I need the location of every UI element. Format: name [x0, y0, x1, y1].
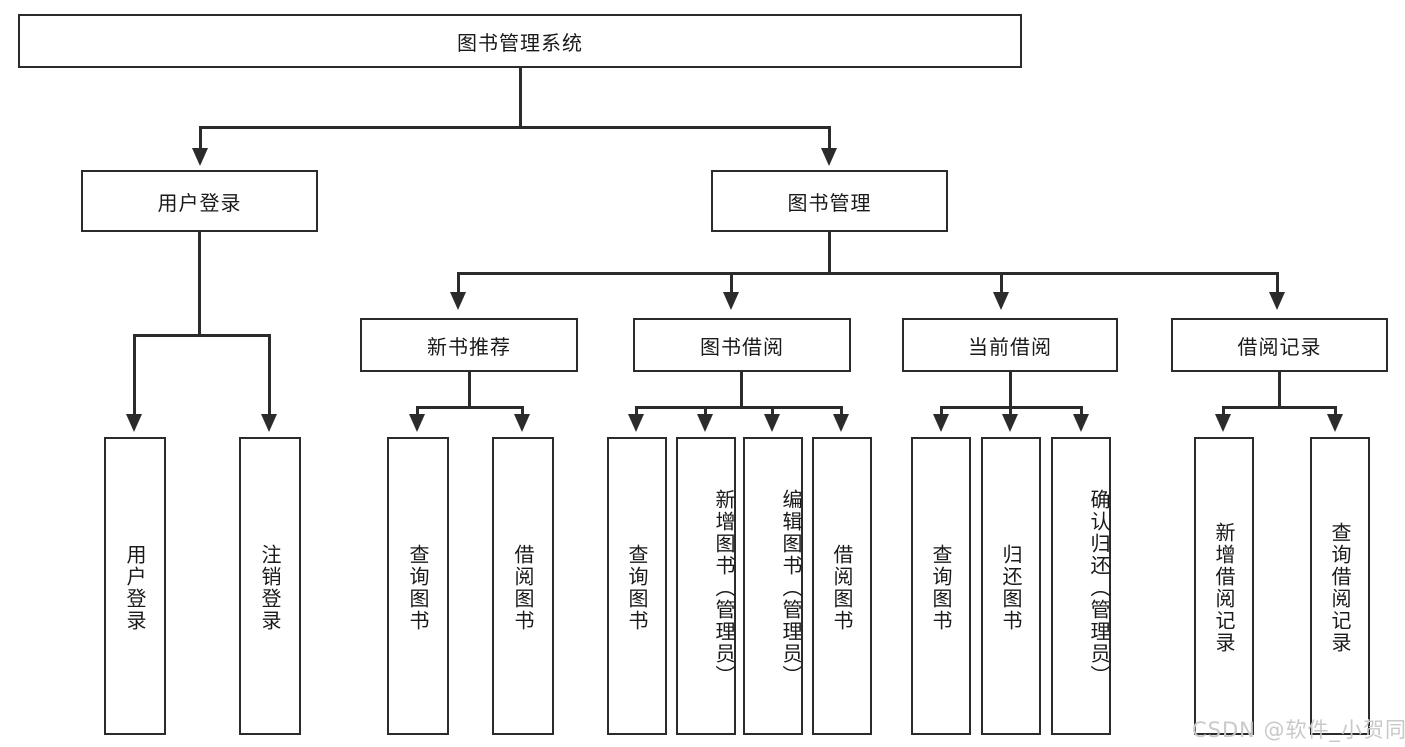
- arrow-to-current-borrow: [993, 292, 1009, 310]
- watermark-text: CSDN @软件_小贺同学: [1192, 718, 1405, 742]
- edge-bookmgmt-c2: [730, 272, 733, 294]
- arrow-to-leaf-query-book-1: [409, 414, 425, 432]
- leaf-add-borrow-record[interactable]: 新增借阅记录: [1194, 437, 1254, 735]
- arrow-to-new-book-recommend: [450, 292, 466, 310]
- edge-userlogin-left: [133, 334, 136, 416]
- arrow-to-user-login: [192, 148, 208, 166]
- edge-borrowrecord-c2: [1334, 406, 1337, 418]
- edge-userlogin-bar: [133, 334, 270, 337]
- leaf-borrow-book-borrow[interactable]: 借阅图书: [812, 437, 872, 735]
- edge-borrowrecord-stem: [1278, 372, 1281, 408]
- leaf-query-book-recommend[interactable]: 查询图书: [387, 437, 449, 735]
- edge-bookmgmt-c3: [1000, 272, 1003, 294]
- edge-bookmgmt-stem: [828, 232, 831, 274]
- edge-newbook-c2: [521, 406, 524, 418]
- edge-newbook-c1: [416, 406, 419, 418]
- node-current-borrow[interactable]: 当前借阅: [902, 318, 1118, 372]
- arrow-to-leaf-user-login: [126, 414, 142, 432]
- leaf-query-borrow-record[interactable]: 查询借阅记录: [1310, 437, 1370, 735]
- edge-currentborrow-stem: [1009, 372, 1012, 408]
- arrow-to-book-borrow: [723, 292, 739, 310]
- leaf-edit-book-admin[interactable]: 编辑图书（管理员）: [743, 437, 803, 735]
- edge-bookmgmt-c1: [457, 272, 460, 294]
- edge-bookborrow-c4: [840, 406, 843, 418]
- arrow-to-leaf-borrow-book-1: [514, 414, 530, 432]
- edge-currentborrow-c2: [1009, 406, 1012, 418]
- arrow-to-leaf-edit-book: [764, 414, 780, 432]
- edge-bookborrow-c2: [704, 406, 707, 418]
- edge-newbook-bar: [416, 406, 524, 409]
- leaf-logout[interactable]: 注销登录: [239, 437, 301, 735]
- leaf-query-book-current[interactable]: 查询图书: [911, 437, 971, 735]
- arrow-to-leaf-query-book-2: [628, 414, 644, 432]
- edge-bookmgmt-c4: [1276, 272, 1279, 294]
- edge-borrowrecord-bar: [1222, 406, 1337, 409]
- node-user-login[interactable]: 用户登录: [81, 170, 318, 232]
- edge-root-bar: [199, 126, 831, 129]
- edge-newbook-stem: [468, 372, 471, 408]
- arrow-to-leaf-return-book: [1002, 414, 1018, 432]
- arrow-to-book-management: [821, 148, 837, 166]
- edge-root-to-bookmgmt: [828, 126, 831, 150]
- edge-bookborrow-stem: [740, 372, 743, 408]
- node-borrow-record[interactable]: 借阅记录: [1171, 318, 1388, 372]
- edge-currentborrow-c1: [940, 406, 943, 418]
- edge-root-to-userlogin: [199, 126, 202, 150]
- arrow-to-borrow-record: [1269, 292, 1285, 310]
- arrow-to-leaf-add-record: [1215, 414, 1231, 432]
- edge-userlogin-stem: [198, 232, 201, 336]
- leaf-user-login[interactable]: 用户登录: [104, 437, 166, 735]
- arrow-to-leaf-confirm-return: [1073, 414, 1089, 432]
- arrow-to-leaf-query-book-3: [933, 414, 949, 432]
- edge-bookborrow-c1: [635, 406, 638, 418]
- edge-root-stem: [519, 68, 522, 128]
- leaf-query-book-borrow[interactable]: 查询图书: [607, 437, 667, 735]
- leaf-add-book-admin[interactable]: 新增图书（管理员）: [676, 437, 736, 735]
- arrow-to-leaf-query-record: [1327, 414, 1343, 432]
- node-book-management[interactable]: 图书管理: [711, 170, 948, 232]
- arrow-to-leaf-borrow-book-2: [833, 414, 849, 432]
- edge-bookborrow-c3: [771, 406, 774, 418]
- arrow-to-leaf-logout: [261, 414, 277, 432]
- leaf-borrow-book-recommend[interactable]: 借阅图书: [492, 437, 554, 735]
- node-root-system[interactable]: 图书管理系统: [18, 14, 1022, 68]
- leaf-return-book[interactable]: 归还图书: [981, 437, 1041, 735]
- edge-userlogin-right: [268, 334, 271, 416]
- edge-currentborrow-c3: [1080, 406, 1083, 418]
- node-new-book-recommend[interactable]: 新书推荐: [360, 318, 578, 372]
- node-book-borrow[interactable]: 图书借阅: [633, 318, 851, 372]
- arrow-to-leaf-add-book: [697, 414, 713, 432]
- edge-bookborrow-bar: [635, 406, 843, 409]
- edge-bookmgmt-bar: [457, 272, 1279, 275]
- edge-borrowrecord-c1: [1222, 406, 1225, 418]
- leaf-confirm-return-admin[interactable]: 确认归还（管理员）: [1051, 437, 1111, 735]
